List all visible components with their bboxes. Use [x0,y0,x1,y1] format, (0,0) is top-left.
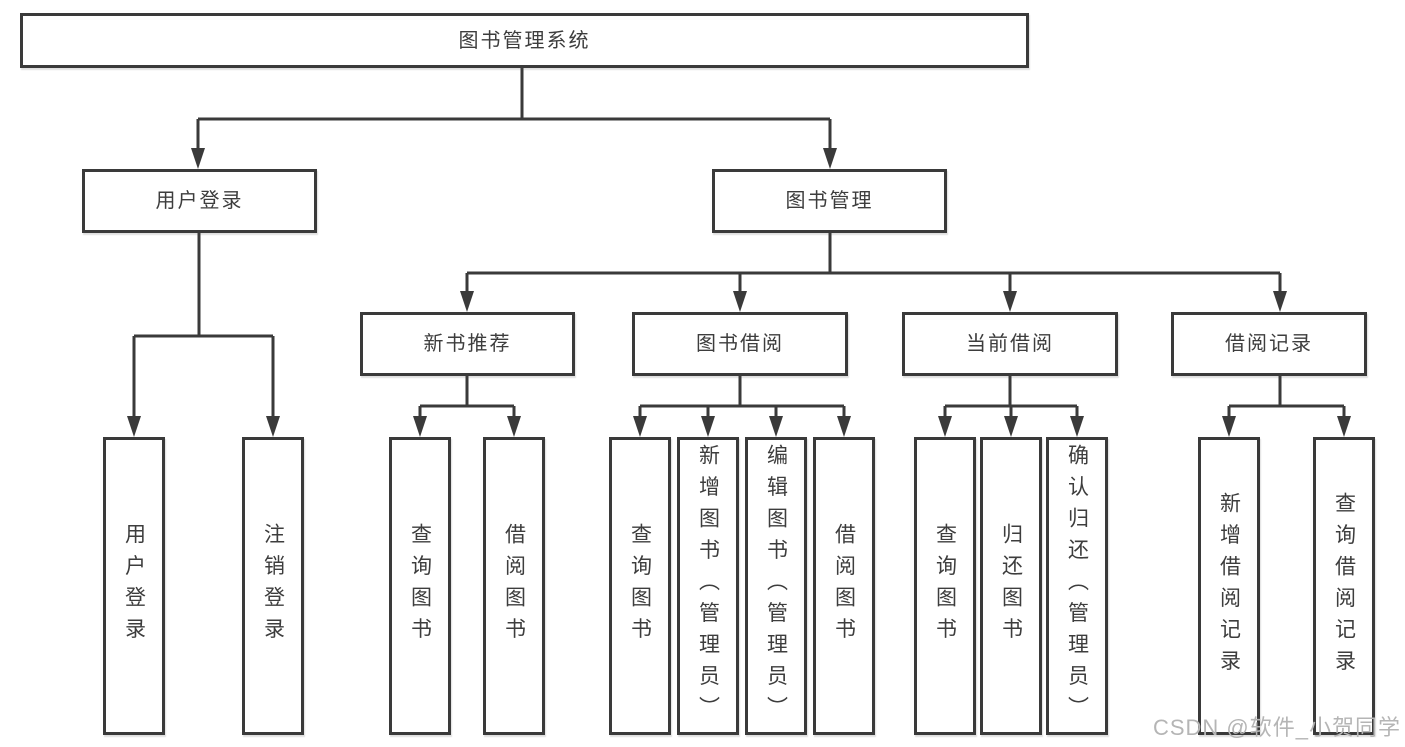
node-label: 图书借阅 [696,333,784,355]
node-label: 借阅记录 [1225,333,1313,355]
node-label: 用户登录 [155,190,244,212]
node-leaf-edit-books-admin: 编辑图书（管理员） [745,437,807,735]
node-leaf-borrow-books: 借阅图书 [483,437,545,735]
node-leaf-search-books: 查询图书 [914,437,976,735]
node-label: 图书管理系统 [458,29,591,52]
node-label: 查询图书 [933,523,957,649]
node-leaf-search-borrow-record: 查询借阅记录 [1313,437,1375,735]
node-user-login: 用户登录 [82,169,317,233]
node-label: 图书管理 [785,190,874,212]
node-new-book-recommend: 新书推荐 [360,312,575,376]
node-label: 查询图书 [628,523,652,649]
node-current-borrowing: 当前借阅 [902,312,1118,376]
node-borrowing-records: 借阅记录 [1171,312,1367,376]
node-label: 归还图书 [999,523,1023,649]
node-leaf-search-books: 查询图书 [609,437,671,735]
node-book-management: 图书管理 [712,169,947,233]
node-label: 借阅图书 [832,523,856,649]
node-book-borrowing: 图书借阅 [632,312,848,376]
node-label: 注销登录 [261,523,285,649]
node-label: 编辑图书（管理员） [764,444,788,728]
node-label: 确认归还（管理员） [1065,444,1089,728]
node-leaf-confirm-return-admin: 确认归还（管理员） [1046,437,1108,735]
node-library-management-system: 图书管理系统 [20,13,1029,68]
node-leaf-add-borrow-record: 新增借阅记录 [1198,437,1260,735]
node-label: 新书推荐 [423,333,512,355]
node-label: 用户登录 [122,523,146,649]
node-leaf-add-books-admin: 新增图书（管理员） [677,437,739,735]
node-leaf-return-books: 归还图书 [980,437,1042,735]
node-label: 新增图书（管理员） [696,444,720,728]
node-leaf-logout: 注销登录 [242,437,304,735]
node-label: 借阅图书 [502,523,526,649]
node-leaf-user-login: 用户登录 [103,437,165,735]
node-leaf-borrow-books: 借阅图书 [813,437,875,735]
node-leaf-search-books: 查询图书 [389,437,451,735]
node-label: 新增借阅记录 [1217,491,1241,681]
csdn-watermark: CSDN @软件_小贺同学 [1152,715,1401,740]
node-label: 查询图书 [408,523,432,649]
node-label: 当前借阅 [966,333,1054,355]
node-label: 查询借阅记录 [1332,491,1356,681]
